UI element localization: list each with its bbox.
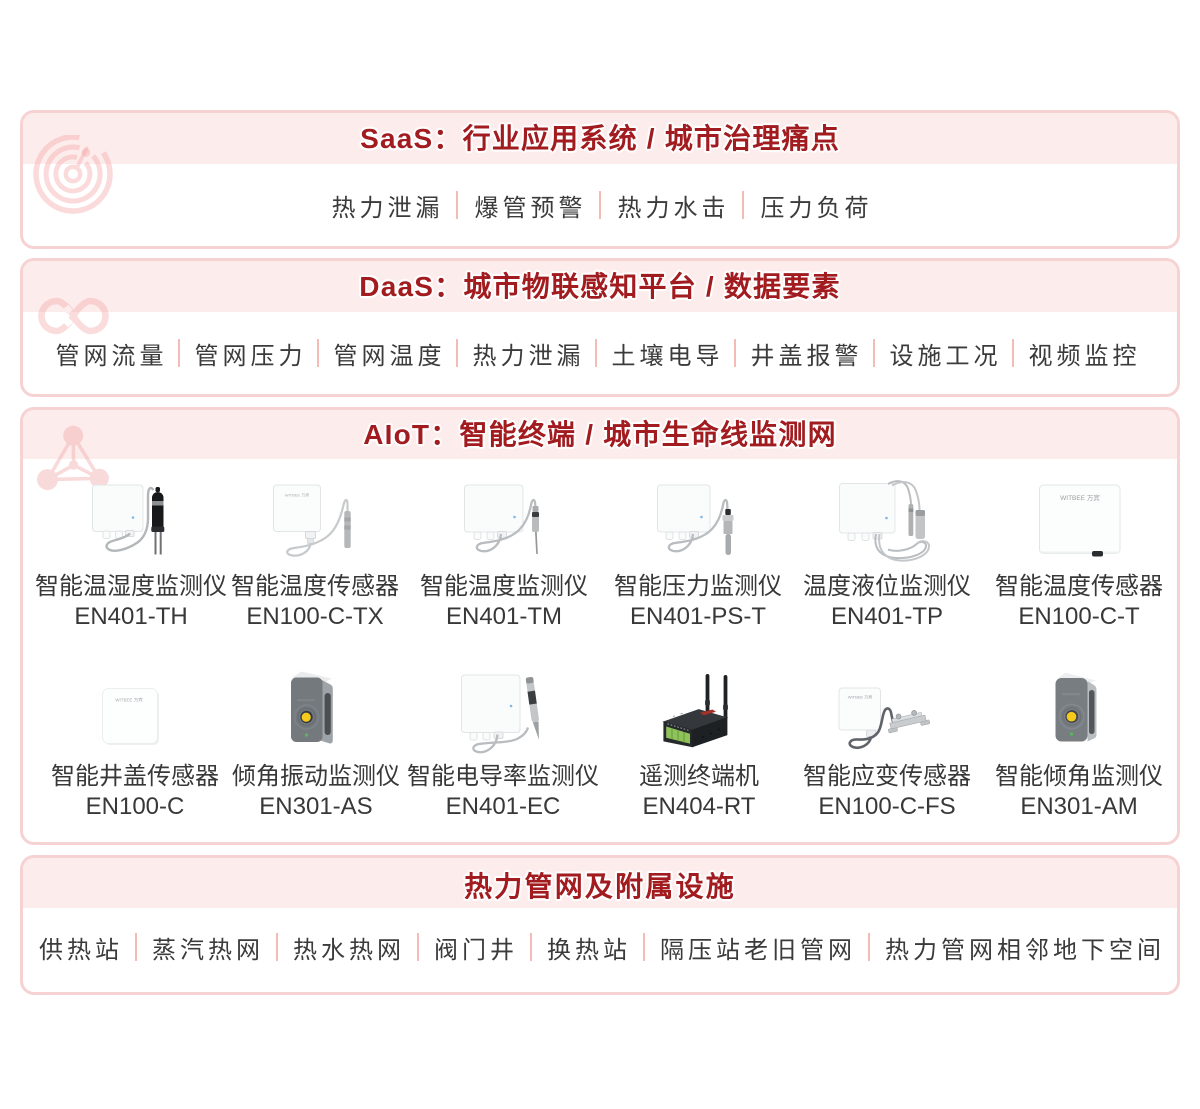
svg-text:WITBEE 万宾: WITBEE 万宾 bbox=[848, 694, 872, 700]
svg-text:WITBEE 万宾: WITBEE 万宾 bbox=[115, 697, 143, 704]
svg-text:WITBEE 万宾: WITBEE 万宾 bbox=[1060, 493, 1100, 502]
svg-text:WITBEE 万宾: WITBEE 万宾 bbox=[285, 492, 309, 498]
